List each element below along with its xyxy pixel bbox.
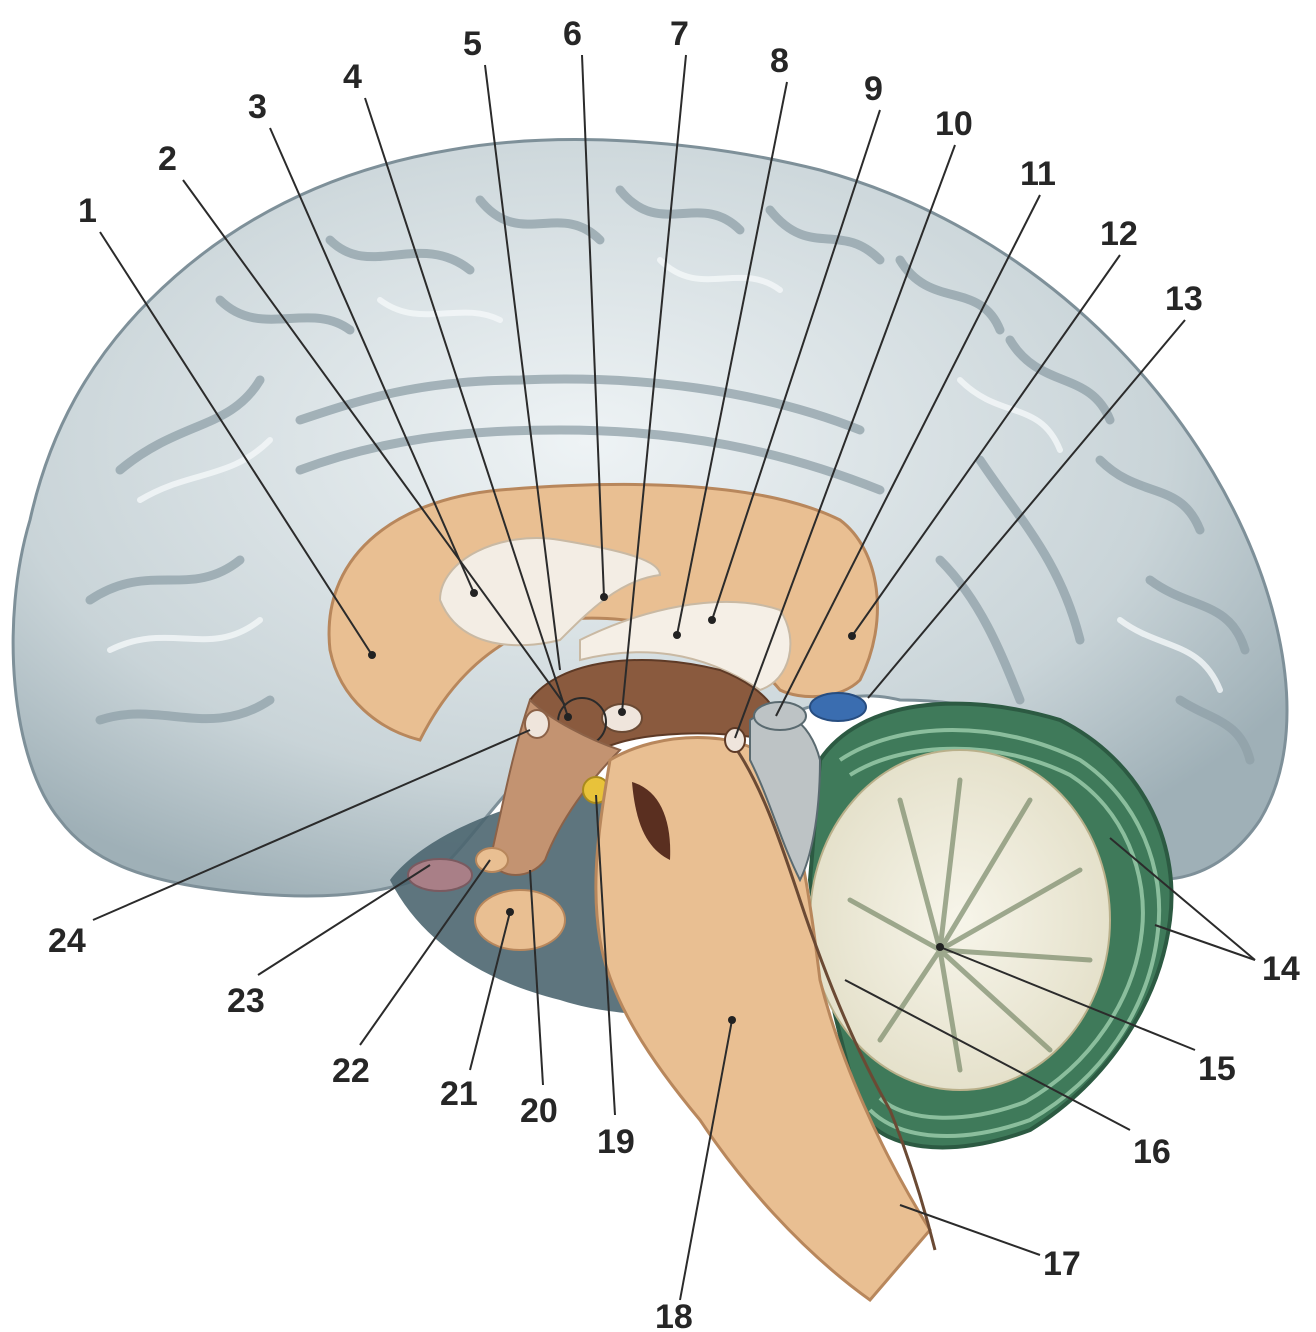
label-6: 6: [563, 15, 582, 53]
endpoint-6: [600, 593, 608, 601]
great-cerebral-vein: [810, 693, 866, 721]
label-10: 10: [935, 105, 973, 143]
endpoint-15: [936, 943, 944, 951]
label-18: 18: [655, 1298, 693, 1332]
label-2: 2: [158, 140, 177, 178]
label-11: 11: [1020, 155, 1056, 193]
optic-chiasm: [476, 848, 508, 872]
label-24: 24: [48, 922, 86, 960]
label-15: 15: [1198, 1050, 1236, 1088]
label-4: 4: [343, 58, 362, 96]
label-5: 5: [463, 25, 482, 63]
label-16: 16: [1133, 1133, 1171, 1171]
label-3: 3: [248, 88, 267, 126]
label-20: 20: [520, 1092, 558, 1130]
endpoint-21: [506, 908, 514, 916]
endpoint-18: [728, 1016, 736, 1024]
superior-colliculus: [725, 728, 745, 752]
endpoint-4: [564, 713, 572, 721]
anterior-commissure: [525, 710, 549, 738]
label-19: 19: [597, 1123, 635, 1161]
label-1: 1: [78, 192, 97, 230]
label-21: 21: [440, 1075, 478, 1113]
label-7: 7: [670, 15, 689, 53]
olfactory-bulb: [408, 859, 472, 891]
endpoint-9: [708, 616, 716, 624]
pituitary-gland: [475, 890, 565, 950]
label-13: 13: [1165, 280, 1203, 318]
endpoint-8: [673, 631, 681, 639]
label-12: 12: [1100, 215, 1138, 253]
label-8: 8: [770, 42, 789, 80]
endpoint-7: [618, 708, 626, 716]
label-23: 23: [227, 982, 265, 1020]
leader-line-14b: [1155, 925, 1255, 960]
label-17: 17: [1043, 1245, 1081, 1283]
label-22: 22: [332, 1052, 370, 1090]
endpoint-12: [848, 632, 856, 640]
endpoint-1: [368, 651, 376, 659]
endpoint-3: [470, 589, 478, 597]
label-14: 14: [1262, 950, 1300, 988]
label-9: 9: [864, 70, 883, 108]
